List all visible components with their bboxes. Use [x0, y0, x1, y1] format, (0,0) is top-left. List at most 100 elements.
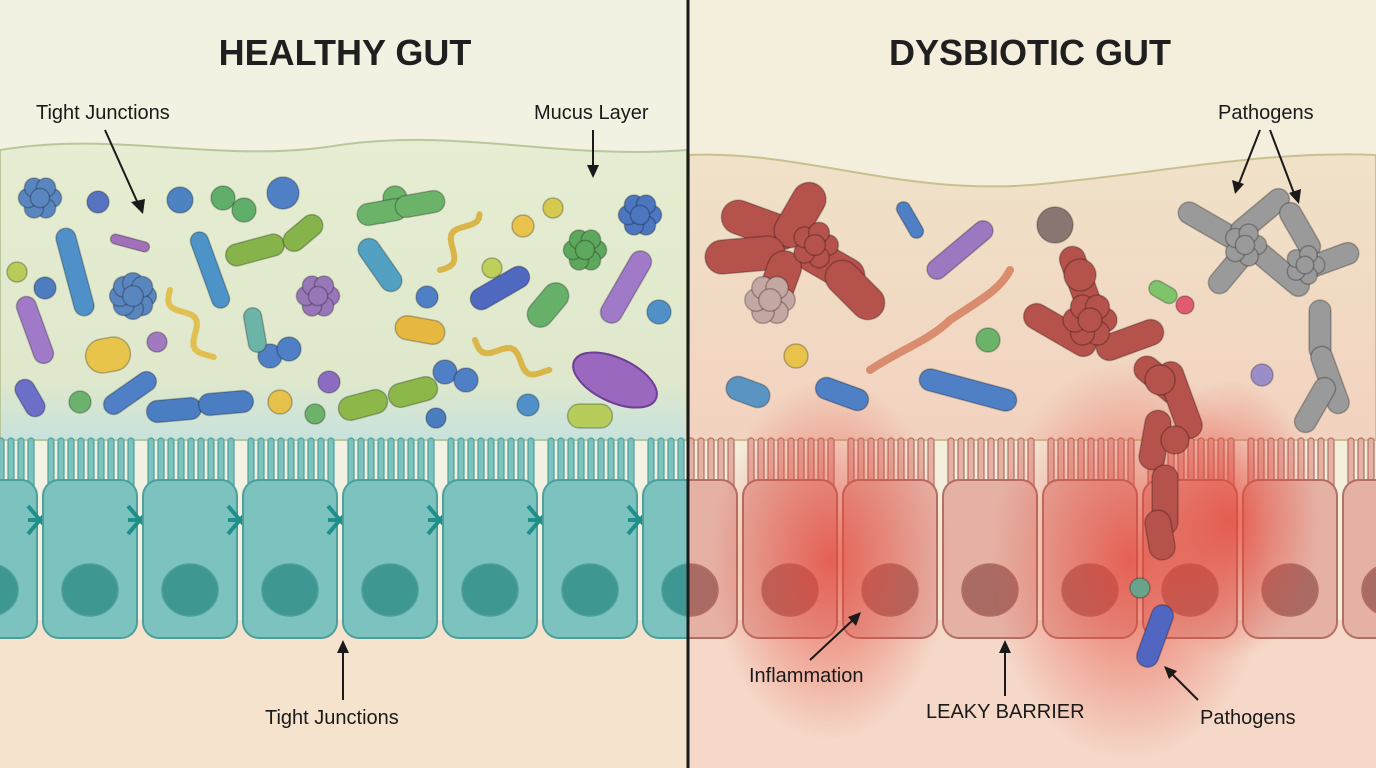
- nucleus: [161, 563, 219, 617]
- spirochete-bacterium: [866, 266, 1014, 374]
- coccus-bacterium: [266, 176, 300, 210]
- nucleus: [1361, 566, 1376, 614]
- coccus-bacterium: [304, 403, 326, 425]
- epithelial-cell: [242, 437, 354, 639]
- coccus-bacterium: [231, 197, 257, 223]
- cluster-coccus: [574, 239, 596, 261]
- coccus-bacterium: [453, 367, 479, 393]
- spirochete-bacterium: [472, 337, 553, 378]
- cluster-coccus: [758, 288, 782, 312]
- nucleus: [361, 563, 419, 617]
- pathogen-rod: [1293, 376, 1337, 434]
- label-pathogens-top: Pathogens: [1218, 102, 1314, 124]
- rod-bacterium: [14, 378, 46, 418]
- arrowhead-icon: [587, 165, 599, 178]
- coccus-bacterium: [6, 261, 28, 283]
- arrow-line: [1269, 129, 1296, 197]
- rod-bacterium: [469, 265, 531, 311]
- cluster-coccus: [1295, 255, 1315, 275]
- cluster-coccus: [1077, 307, 1103, 333]
- rod-bacterium: [566, 403, 614, 429]
- rod-bacterium: [197, 389, 255, 417]
- nucleus: [0, 564, 19, 616]
- coccus-bacterium: [432, 359, 458, 385]
- rod-bacterium: [337, 388, 389, 422]
- coccus-bacterium: [267, 389, 293, 415]
- cluster-coccus: [121, 284, 145, 308]
- label-tight-junctions-bottom: Tight Junctions: [265, 707, 399, 729]
- epithelial-cell: [0, 437, 54, 639]
- coccus-bacterium: [86, 190, 110, 214]
- rod-bacterium: [242, 306, 268, 354]
- cell-body: [0, 479, 38, 639]
- nucleus: [261, 563, 319, 617]
- coccus-bacterium: [646, 299, 672, 325]
- arrow-line: [1237, 129, 1261, 187]
- coccus-bacterium: [783, 343, 809, 369]
- coccus-bacterium: [511, 214, 535, 238]
- healthy-microbiota: [6, 176, 672, 429]
- rod-bacterium: [895, 200, 925, 240]
- spirochete-bacterium: [437, 211, 483, 273]
- arrowhead-icon: [1164, 666, 1177, 679]
- mucus-layer: [0, 138, 687, 441]
- dysbiotic-gut-title: DYSBIOTIC GUT: [889, 32, 1171, 73]
- epithelial-cell: [1342, 437, 1376, 639]
- cluster-coccus: [307, 285, 329, 307]
- rod-bacterium: [918, 368, 1018, 412]
- arrow-line: [1169, 671, 1199, 701]
- epithelial-cell: [642, 437, 687, 639]
- rod-bacterium: [387, 375, 439, 409]
- nucleus: [661, 563, 687, 617]
- coccus-bacterium: [33, 276, 57, 300]
- rod-bacterium: [357, 237, 403, 293]
- cluster-coccus: [629, 204, 651, 226]
- epithelial-cell: [442, 437, 554, 639]
- nucleus: [461, 563, 519, 617]
- rod-bacterium: [394, 314, 446, 346]
- pathogen-coccus: [1160, 425, 1190, 455]
- coccus-bacterium: [1129, 577, 1151, 599]
- label-leaky-barrier: LEAKY BARRIER: [926, 701, 1085, 723]
- rod-bacterium: [1148, 279, 1178, 305]
- rod-bacterium: [926, 219, 994, 281]
- rod-bacterium: [394, 189, 446, 219]
- coccus-bacterium: [146, 331, 168, 353]
- nucleus: [61, 563, 119, 617]
- label-tight-junctions-top: Tight Junctions: [36, 102, 170, 124]
- pathogen-rod: [824, 259, 886, 321]
- nucleus: [561, 563, 619, 617]
- pathogen-rod: [1095, 318, 1165, 362]
- cell-body: [1342, 479, 1376, 639]
- rod-bacterium: [102, 370, 158, 416]
- coccus-bacterium: [425, 407, 447, 429]
- arrowhead-icon: [999, 640, 1011, 653]
- arrowhead-icon: [1232, 180, 1244, 194]
- flagellated-bacterium: [572, 351, 658, 409]
- coccus-bacterium: [1175, 295, 1195, 315]
- dysbiotic-panel: [689, 0, 1376, 768]
- rod-bacterium: [282, 213, 324, 253]
- pathogen-coccus: [1144, 364, 1176, 396]
- arrowhead-icon: [1289, 189, 1301, 204]
- healthy-gut-title: HEALTHY GUT: [219, 32, 472, 73]
- coccus-bacterium: [415, 285, 439, 309]
- inflammation-glow: [710, 380, 950, 740]
- healthy-epithelium: [0, 437, 687, 639]
- rod-bacterium: [55, 227, 95, 317]
- pathogen-coccus: [1036, 206, 1074, 244]
- rod-bacterium: [109, 233, 151, 253]
- arrow-line: [104, 129, 141, 209]
- rod-bacterium: [15, 295, 55, 365]
- dysbiotic-microbiota: [704, 181, 1360, 668]
- cluster-coccus: [803, 233, 827, 257]
- rod-bacterium: [814, 376, 870, 412]
- epithelial-cell: [142, 437, 254, 639]
- pathogen-coccus: [1063, 258, 1097, 292]
- rod-bacterium: [599, 250, 653, 324]
- label-inflammation: Inflammation: [749, 665, 864, 687]
- epithelial-cell: [42, 437, 154, 639]
- coccus-bacterium: [975, 327, 1001, 353]
- inflammation-glow: [1140, 380, 1320, 660]
